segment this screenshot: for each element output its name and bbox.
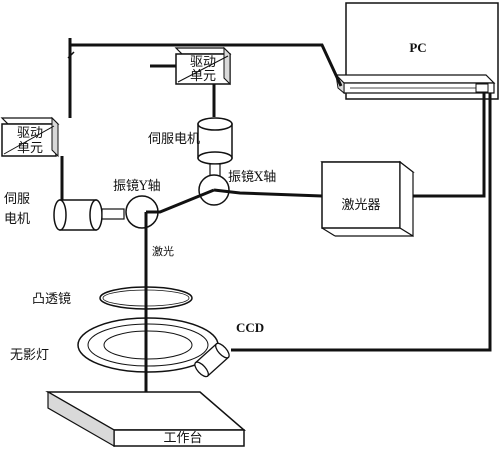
worktable-label: 工作台 bbox=[163, 431, 202, 446]
servo-motor-top-bottom bbox=[197, 151, 233, 165]
servo-motor-left-cap bbox=[53, 199, 67, 231]
servo-motor-top-cap bbox=[197, 117, 233, 131]
convex-lens-outer bbox=[99, 286, 193, 310]
galvo-x-label: 振镜X轴 bbox=[228, 170, 276, 185]
shadowless-lamp-label: 无影灯 bbox=[10, 348, 49, 363]
convex-lens-inner bbox=[102, 289, 190, 307]
ccd-back-end bbox=[215, 342, 230, 359]
worktable-side bbox=[47, 390, 115, 448]
wire-pc-laser bbox=[413, 93, 486, 198]
pc-base-top bbox=[334, 74, 496, 84]
drive-unit-left: 驱动 单元 bbox=[0, 116, 60, 158]
servo-motor-left-label-2: 电机 bbox=[4, 212, 30, 227]
laser-beam-segment-1 bbox=[213, 188, 323, 198]
pc-label: PC bbox=[409, 40, 426, 55]
laser-beam-path bbox=[144, 188, 323, 392]
servo-motor-left-shaft bbox=[101, 208, 125, 220]
drive-unit-left-label-1: 驱动 bbox=[17, 126, 43, 141]
servo-motor-top-label: 伺服电机 bbox=[148, 132, 200, 147]
wire-pc-ccd bbox=[231, 93, 492, 352]
ccd-label: CCD bbox=[236, 320, 264, 335]
drive-unit-left-diagonal bbox=[3, 125, 55, 155]
drive-unit-top: 驱动 单元 bbox=[174, 46, 232, 86]
drive-unit-left-label-2: 单元 bbox=[17, 141, 43, 156]
wire-junction-mark bbox=[67, 51, 75, 59]
pc-computer: PC bbox=[334, 2, 499, 100]
servo-motor-left: 伺服 电机 bbox=[4, 192, 125, 231]
laser-unit: 激光器 bbox=[320, 160, 415, 238]
convex-lens-label: 凸透镜 bbox=[32, 292, 71, 307]
drive-unit-left-lid bbox=[0, 117, 60, 125]
laser-side bbox=[399, 160, 414, 238]
laser-front bbox=[321, 161, 401, 229]
pc-port bbox=[475, 83, 489, 93]
convex-lens: 凸透镜 bbox=[32, 286, 193, 310]
drive-unit-top-side bbox=[223, 46, 231, 86]
drive-unit-top-label-1: 驱动 bbox=[190, 55, 216, 70]
drive-unit-top-diagonal bbox=[177, 55, 229, 83]
servo-motor-left-label-1: 伺服 bbox=[4, 192, 30, 207]
ccd-camera: CCD bbox=[194, 320, 264, 378]
wire-bus-top bbox=[68, 38, 343, 87]
laser-beam-label: 激光 bbox=[152, 244, 174, 258]
shadowless-lamp: 无影灯 bbox=[10, 317, 219, 373]
drive-unit-top-label-2: 单元 bbox=[190, 69, 216, 84]
servo-motor-top: 伺服电机 bbox=[148, 117, 233, 179]
shadowless-lamp-inner bbox=[103, 330, 193, 360]
drive-unit-top-lid bbox=[174, 47, 232, 55]
laser-label: 激光器 bbox=[341, 198, 380, 213]
laser-beam-segment-2 bbox=[146, 188, 215, 214]
shadowless-lamp-middle bbox=[87, 323, 209, 367]
galvo-y-axis: 振镜Y轴 bbox=[113, 179, 161, 229]
servo-motor-left-end bbox=[89, 199, 103, 231]
galvo-x-axis: 振镜X轴 bbox=[198, 170, 276, 206]
laser-bottom-edge-left bbox=[321, 227, 336, 237]
ccd-lens-end bbox=[194, 361, 209, 378]
connection-wires bbox=[60, 38, 492, 352]
worktable: 工作台 bbox=[45, 390, 247, 448]
galvo-y-label: 振镜Y轴 bbox=[113, 179, 161, 194]
drive-unit-left-side bbox=[51, 116, 59, 158]
